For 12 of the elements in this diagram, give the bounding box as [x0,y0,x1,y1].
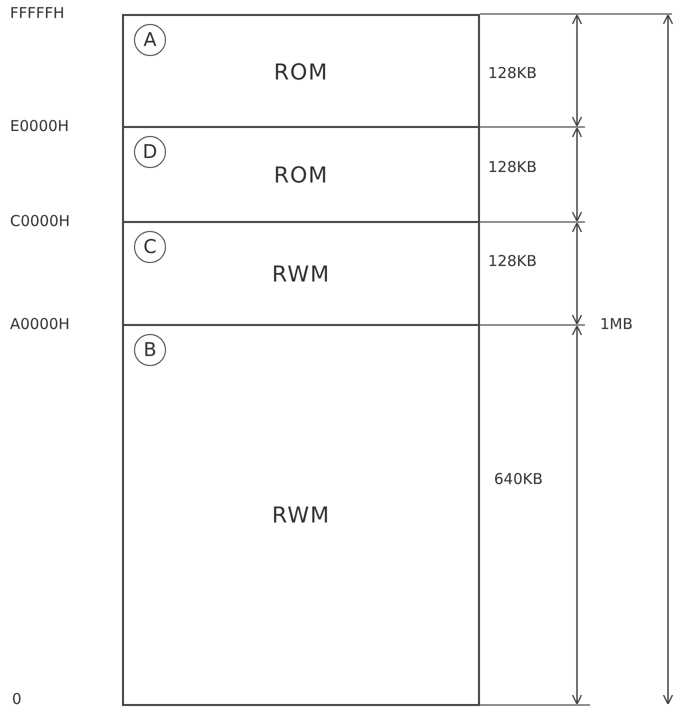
region-letter: A [134,24,166,56]
memory-region-box [122,324,480,706]
memory-type-label: RWM [270,504,332,528]
memory-type-label: ROM [272,163,330,188]
region-letter: B [134,334,166,366]
memory-region-box [122,14,480,128]
memory-type-label: ROM [272,60,330,85]
memory-region-box [122,221,480,326]
memory-region-box [122,126,480,223]
region-letter: C [134,231,166,263]
memory-type-label: RWM [270,262,332,287]
region-letter: D [134,136,166,168]
